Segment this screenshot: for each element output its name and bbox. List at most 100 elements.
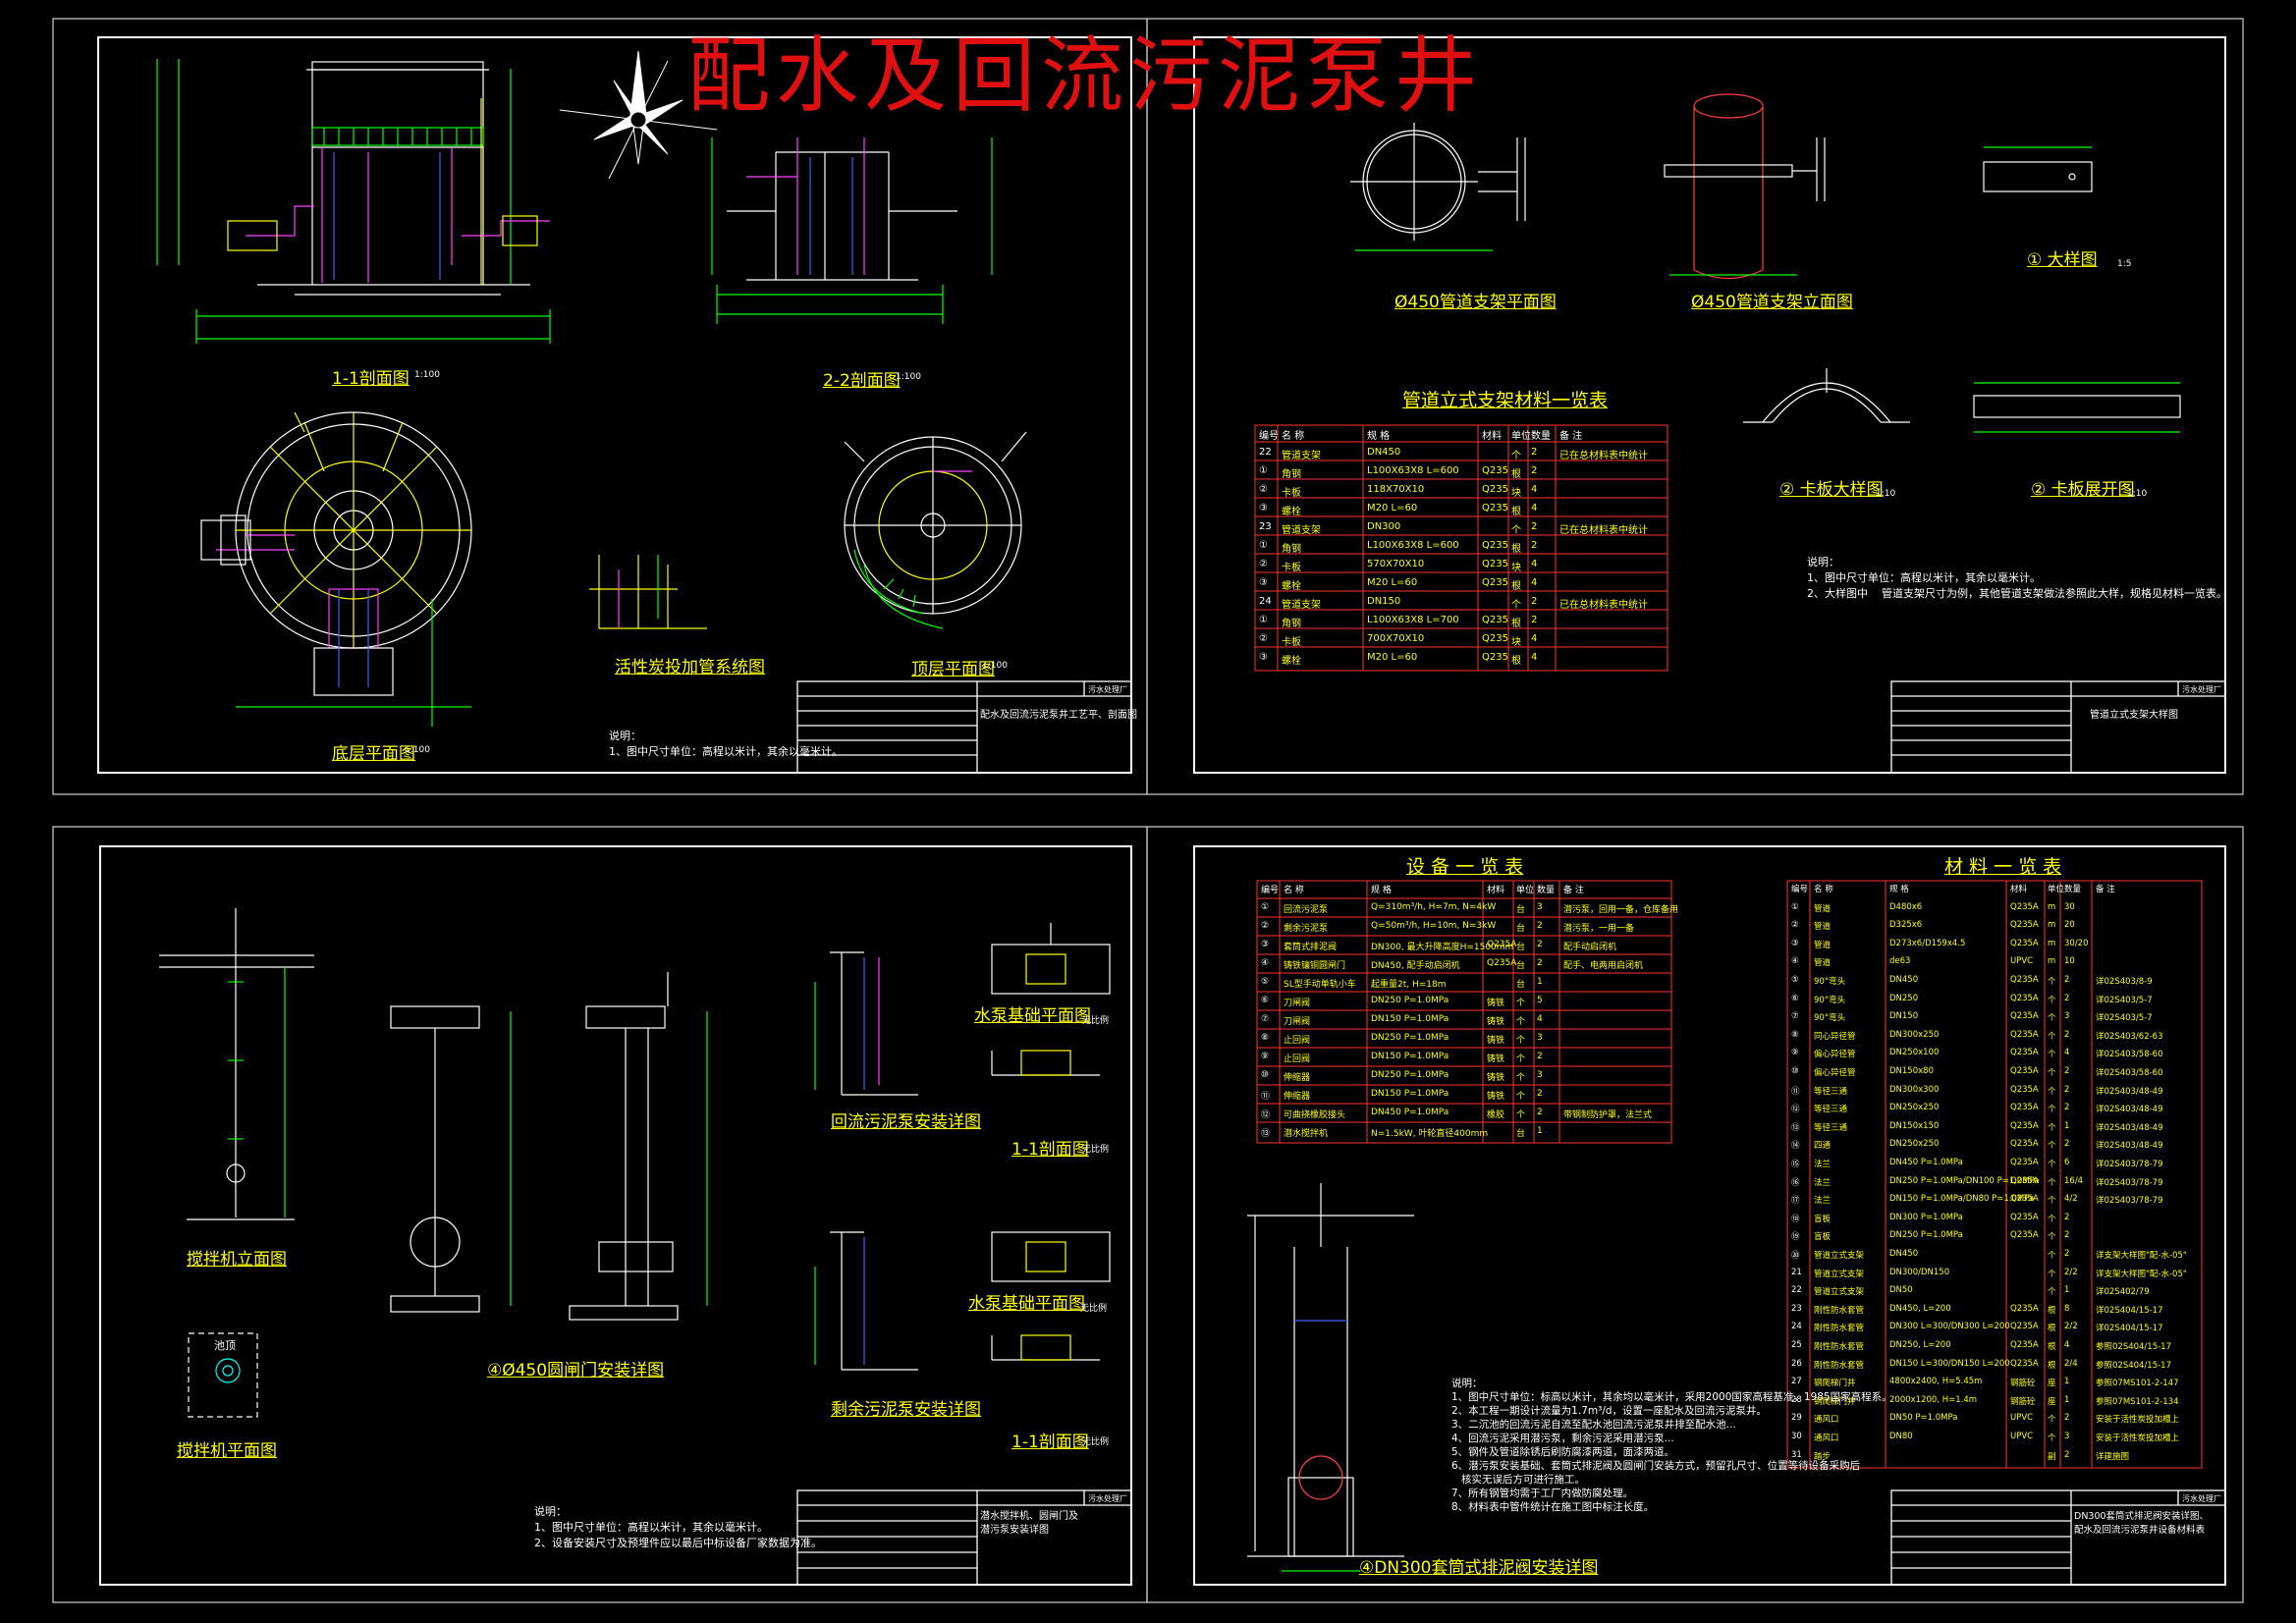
detail1-drawing	[1983, 146, 2093, 192]
table-cell: 2	[1531, 447, 1538, 458]
table-cell: ⑭	[1791, 1141, 1800, 1152]
table-cell: Q235	[1482, 484, 1508, 495]
table-cell: DN150 P=1.0MPa/DN80 P=1.0MPa	[1889, 1194, 2035, 1205]
table-cell: Q235A	[2010, 1194, 2039, 1205]
table-cell: 个	[1516, 1055, 1526, 1064]
table-cell: 4	[1531, 484, 1538, 495]
table-cell: 90°弯头	[1814, 1013, 1846, 1024]
table-cell: 铸铁镶铜圆闸门	[1284, 961, 1346, 971]
table-cell: L100X63X8 L=600	[1367, 540, 1459, 551]
table-cell: ⑨	[1791, 1048, 1799, 1058]
table-cell: 个	[2048, 1214, 2056, 1224]
table-cell: m	[2048, 920, 2056, 931]
table-cell: 详02S403/62-63	[2096, 1031, 2163, 1042]
table-cell: 个	[1516, 1036, 1526, 1046]
table-cell: 潜水搅拌机	[1284, 1129, 1329, 1139]
notes-sheet3: 说明： 1、图中尺寸单位：高程以米计，其余以毫米计。 2、设备安装尺寸及预埋件应…	[534, 1505, 822, 1549]
material-table-title: 材 料 一 览 表	[1944, 856, 2062, 878]
table-cell: DN150 P=1.0MPa	[1371, 1089, 1449, 1099]
table-cell: 3	[2064, 1011, 2070, 1022]
table-cell: 570X70X10	[1367, 559, 1425, 569]
table-cell: 铸铁	[1487, 1017, 1505, 1027]
table-cell: 4	[1531, 559, 1538, 569]
table-cell: 管道	[1814, 922, 1831, 933]
sheet1-inner-frame	[97, 36, 1132, 774]
table-cell: DN250, L=200	[1889, 1340, 1951, 1350]
table-cell: 20	[2064, 920, 2075, 931]
table-cell: 螺栓	[1282, 581, 1301, 592]
table-cell: 详02S403/78-79	[2096, 1196, 2163, 1207]
table-cell: 个	[2048, 1415, 2056, 1426]
pipe-support-plan-drawing	[1350, 123, 1526, 251]
table-cell: Q235A	[2010, 1066, 2039, 1076]
table-cell: 铸铁	[1487, 1036, 1505, 1046]
caption-excess-pump: 剩余污泥泵安装详图	[831, 1400, 981, 1420]
table-cell: 3	[1537, 902, 1543, 912]
table-cell: 个	[1516, 999, 1526, 1008]
table-cell: DN50 P=1.0MPa	[1889, 1413, 1958, 1424]
sheet3-outer-frame	[52, 826, 1148, 1603]
table-cell: DN300 L=300/DN300 L=200	[1889, 1322, 2010, 1332]
table-cell: 2	[1537, 1108, 1543, 1117]
table-cell: Q235	[1482, 503, 1508, 514]
caption-section-1-1-scale: 1:100	[414, 370, 440, 380]
caption-bottom-plan-scale: 1:100	[405, 745, 430, 755]
table-header-cell: 单位	[2048, 885, 2065, 894]
pump-base-2-drawing	[991, 1231, 1111, 1282]
table-cell: 参照07MS101-2-147	[2096, 1379, 2179, 1389]
table-cell: 2	[2064, 993, 2070, 1003]
table-cell: 个	[1516, 1017, 1526, 1027]
table-cell: 2	[2064, 1084, 2070, 1095]
north-arrow-icon	[559, 50, 718, 180]
table-cell: 管道	[1814, 958, 1831, 969]
table-cell: 参照02S404/15-17	[2096, 1342, 2171, 1352]
table-cell: 根	[1511, 619, 1521, 629]
table-cell: 28	[1791, 1394, 1802, 1405]
table-cell: ⑱	[1791, 1214, 1800, 1224]
table-cell: Q235A	[2010, 1011, 2039, 1022]
table-header-cell: 规 格	[1889, 885, 1909, 894]
table-cell: ③	[1259, 652, 1268, 663]
caption-pump-base-1: 水泵基础平面图	[974, 1006, 1091, 1026]
return-pump-drawing	[814, 951, 918, 1096]
table-cell: 钢爬梯门井	[1814, 1396, 1856, 1407]
table-cell: 回流污泥泵	[1284, 905, 1329, 915]
clamp-unfold-drawing	[1973, 382, 2181, 433]
table-cell: 详02S403/5-7	[2096, 995, 2153, 1005]
table-cell: 700X70X10	[1367, 633, 1425, 644]
table-cell: 等径三通	[1814, 1086, 1848, 1097]
table-cell: DN150	[1367, 596, 1401, 607]
table-cell: ①	[1791, 901, 1799, 912]
table-cell: Q235A	[2010, 1029, 2039, 1040]
table-cell: 个	[1511, 600, 1521, 611]
table-cell: 台	[1516, 980, 1526, 990]
table-cell: 等径三通	[1814, 1105, 1848, 1115]
table-cell: 根	[1511, 469, 1521, 480]
caption-return-pump: 回流污泥泵安装详图	[831, 1112, 981, 1132]
table-cell: 个	[2048, 1086, 2056, 1097]
table-cell: 4	[1531, 633, 1538, 644]
table-cell: DN450 P=1.0MPa	[1889, 1158, 1963, 1167]
table-cell: ⑧	[1791, 1029, 1799, 1040]
caption-section-b: 1-1剖面图	[1011, 1433, 1089, 1452]
table-cell: 铸铁	[1487, 1092, 1505, 1102]
table-cell: 已在总材料表中统计	[1559, 525, 1648, 536]
table-cell: 2	[2064, 1029, 2070, 1040]
table-cell: ⑩	[1261, 1070, 1270, 1080]
table-cell: 止回阀	[1284, 1055, 1311, 1064]
table-cell: 盲板	[1814, 1232, 1831, 1243]
table-cell: 法兰	[1814, 1177, 1831, 1188]
table-cell: 详02S403/5-7	[2096, 1013, 2153, 1024]
sheet2-inner-frame	[1193, 36, 2226, 774]
table-cell: ②	[1259, 484, 1268, 495]
titleblock-company-s4: 污水处理厂	[2182, 1494, 2221, 1503]
table-cell: 安装于活性炭投加槽上	[2096, 1434, 2180, 1443]
caption-roof-plan-scale: 1:100	[982, 661, 1008, 671]
table-cell: 详02S403/58-60	[2096, 1068, 2163, 1078]
notes-sheet2: 说明： 1、图中尺寸单位：高程以米计，其余以毫米计。 2、大样图中 管道支架尺寸…	[1807, 556, 2227, 600]
table-cell: Q235A	[2010, 993, 2039, 1003]
table-cell: L100X63X8 L=600	[1367, 465, 1459, 476]
table-cell: 参照07MS101-2-134	[2096, 1396, 2179, 1407]
table-cell: 2	[1531, 596, 1538, 607]
titleblock-name-s2: 管道立式支架大样图	[2090, 710, 2178, 721]
